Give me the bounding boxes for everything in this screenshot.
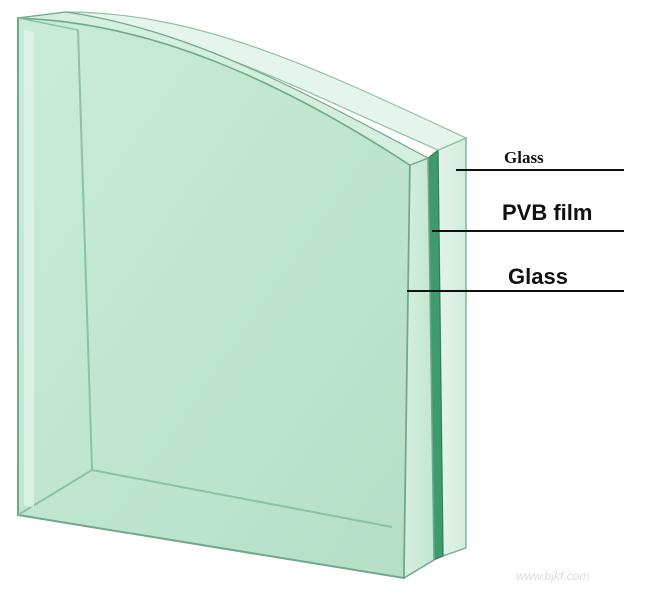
front-glass-bevel-top [17,17,79,31]
label-bottom-glass: Glass [508,264,568,289]
label-pvb-film: PVB film [502,200,592,225]
front-glass-edge [403,156,435,580]
watermark-text: www.bjkf.com [516,569,589,583]
front-glass-bevel-corner [17,469,93,516]
label-top-glass: Glass [504,148,544,167]
front-glass-top-edge [17,11,430,166]
front-glass-highlight [24,30,34,508]
